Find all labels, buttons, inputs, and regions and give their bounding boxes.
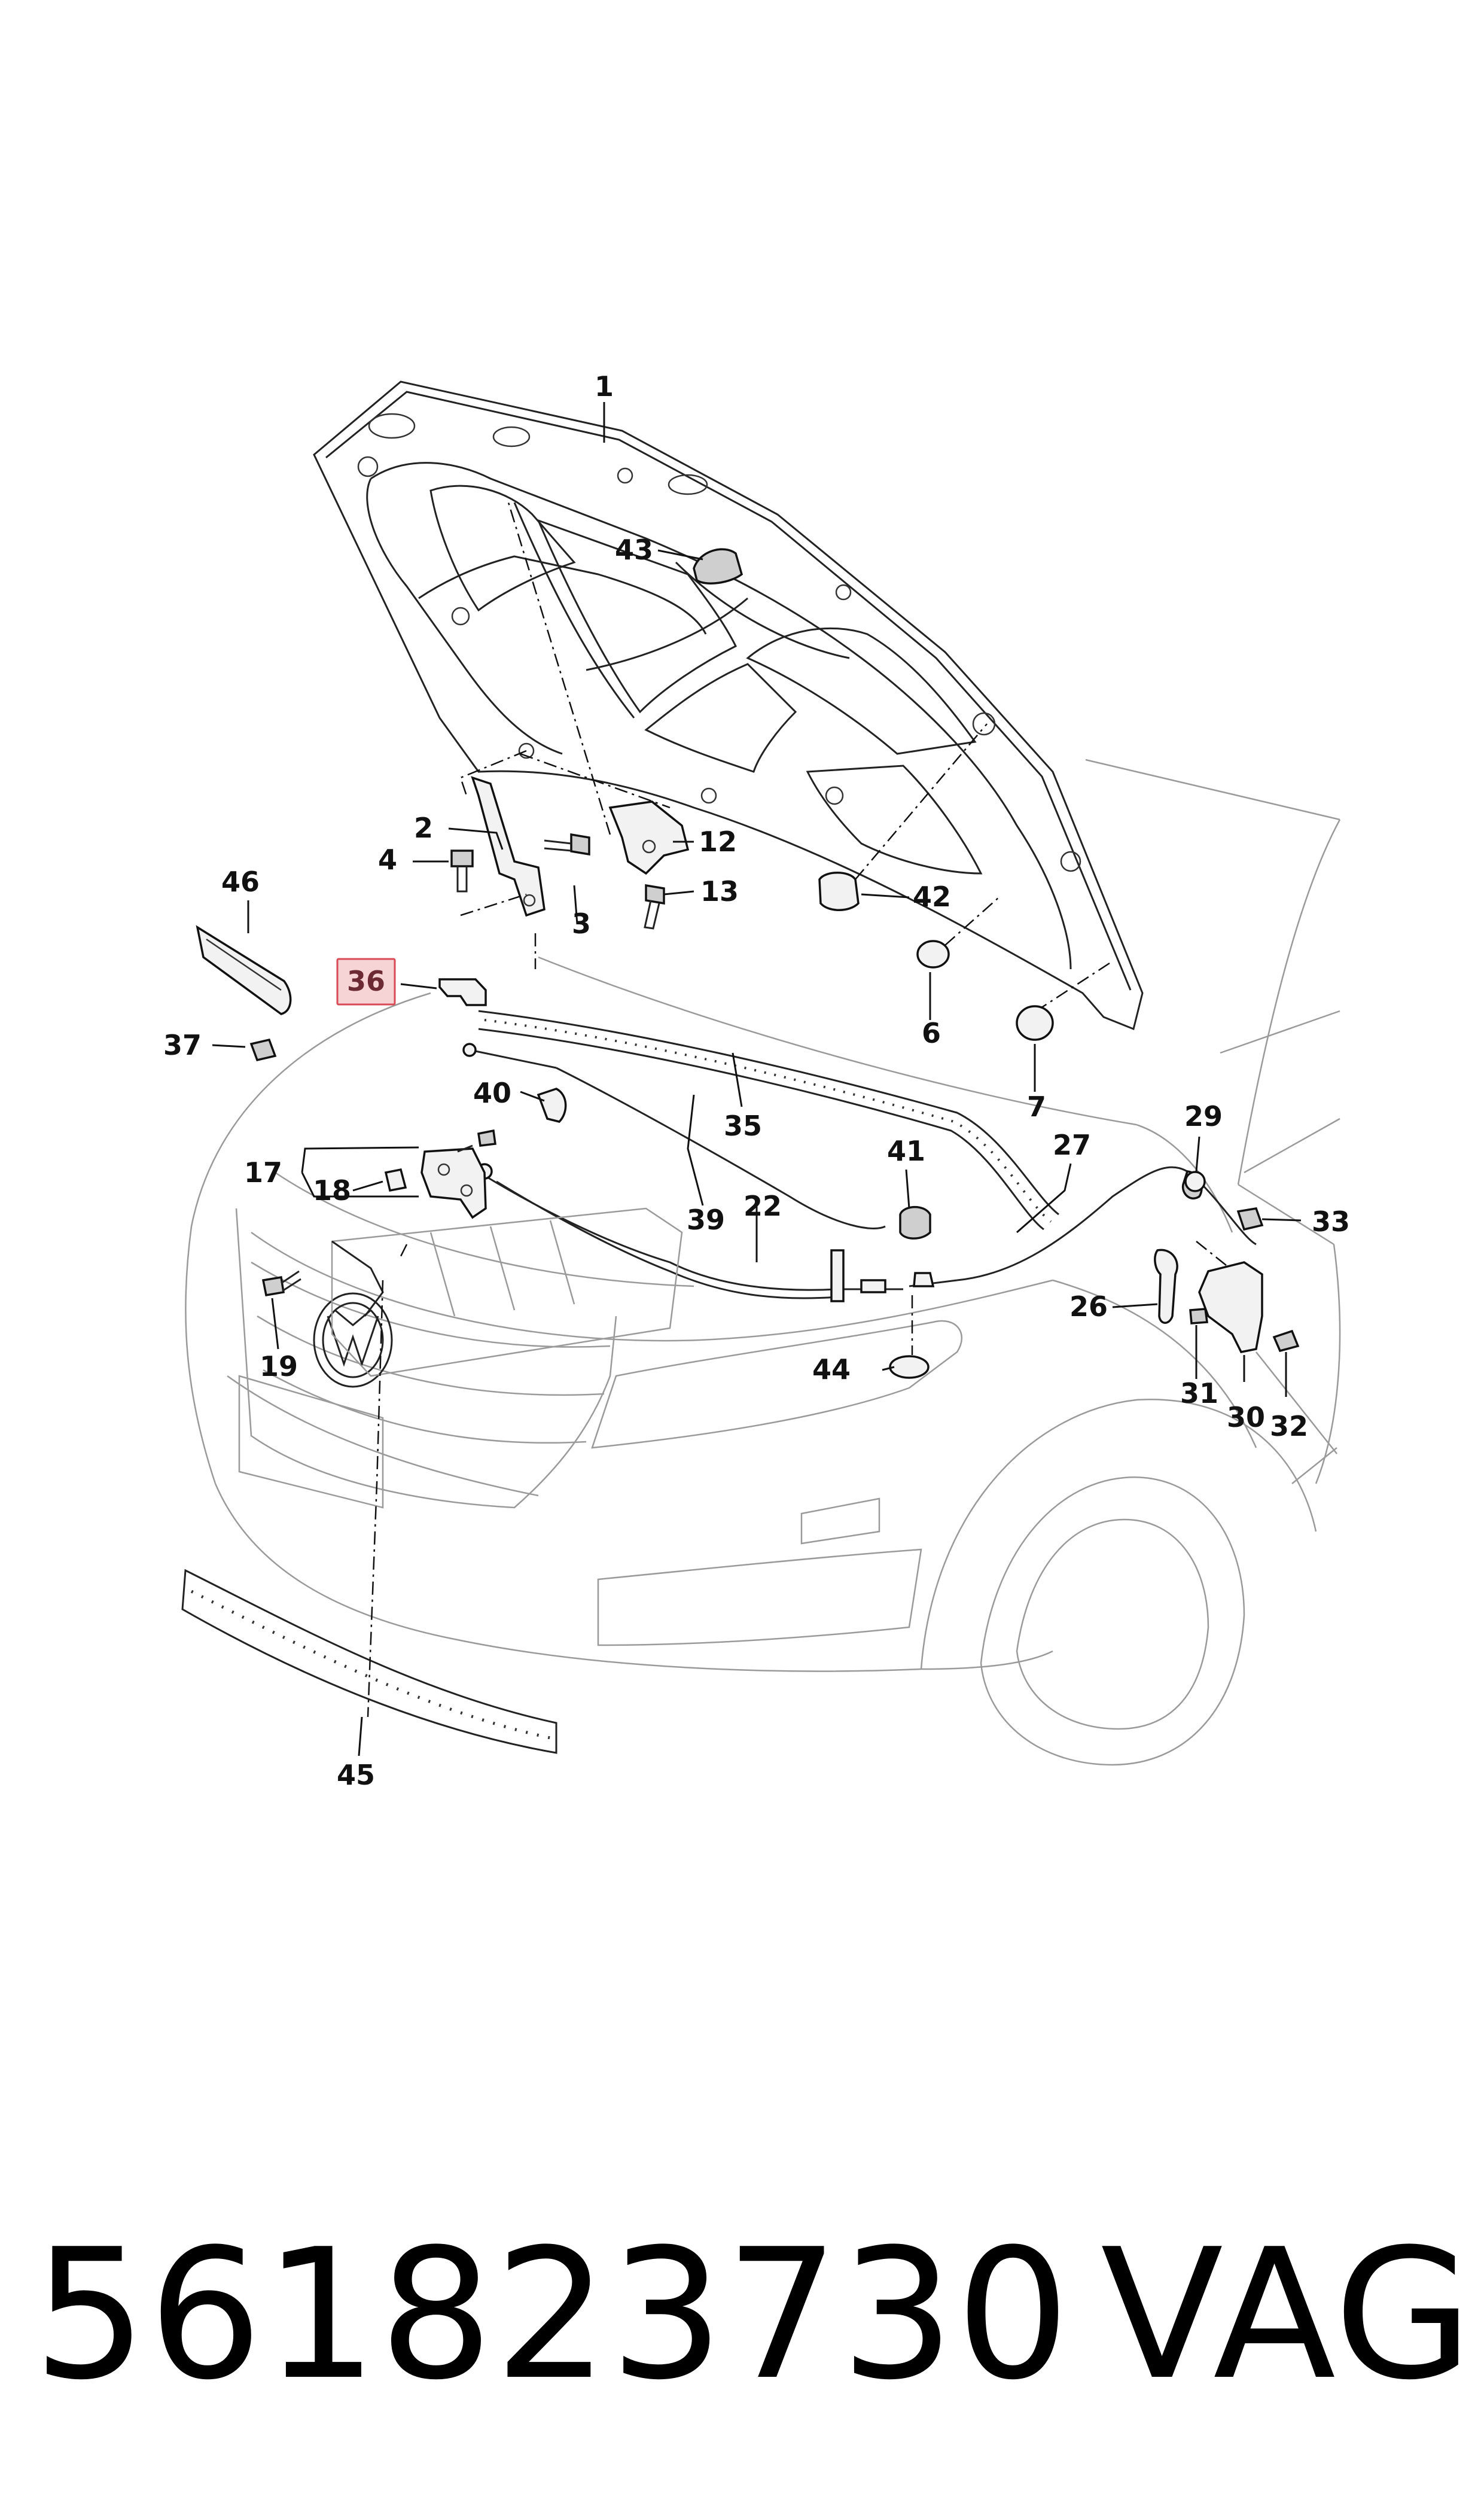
nut-18: [384, 1168, 407, 1192]
callout-29: 29: [1184, 1100, 1223, 1132]
lever-26: [1154, 1249, 1178, 1324]
callout-27: 27: [1053, 1129, 1091, 1161]
bracket-30: [1198, 1261, 1263, 1353]
callout-33: 33: [1312, 1205, 1350, 1238]
radiator-support: [331, 1207, 683, 1377]
grommet-29: [1184, 1171, 1206, 1192]
callout-31: 31: [1180, 1377, 1218, 1409]
bolt-3: [544, 833, 590, 856]
clip-40: [537, 1088, 567, 1123]
callout-4: 4: [378, 844, 397, 876]
callout-32: 32: [1270, 1410, 1308, 1442]
callout-13: 13: [700, 875, 739, 908]
callout-37: 37: [163, 1029, 202, 1061]
hood-lock-17: [420, 1147, 487, 1219]
bolt-19: [261, 1270, 301, 1297]
callout-17: 17: [244, 1156, 282, 1189]
callout-12: 12: [699, 826, 737, 858]
callout-19: 19: [260, 1350, 298, 1383]
grommet-7: [1016, 1005, 1054, 1041]
vw-logo: [313, 1292, 393, 1388]
callout-6: 6: [922, 1017, 941, 1049]
car-body-outline: [185, 759, 1341, 1766]
part-number: 561823730: [33, 2211, 1071, 2419]
callout-2: 2: [414, 812, 433, 844]
callout-labels: 1 43 2 4 3 12 13 42 6 7 46 36 37 40 35 4…: [163, 370, 1350, 1791]
callout-7: 7: [1027, 1091, 1046, 1123]
cover-46: [196, 925, 292, 1015]
callout-22: 22: [743, 1190, 782, 1222]
grommet-41: [899, 1205, 931, 1240]
clip-32: [1272, 1329, 1300, 1353]
bolt-13: [644, 884, 665, 930]
callout-39: 39: [687, 1204, 725, 1236]
seal-strip-35: [478, 1010, 1059, 1231]
callout-42: 42: [913, 881, 951, 913]
bolt-17: [457, 1129, 496, 1153]
leader-lines: [212, 402, 1302, 1756]
holder-36: [438, 978, 487, 1006]
highlight-box-36: [336, 958, 396, 1006]
clip-37: [249, 1038, 277, 1062]
clip-33: [1236, 1207, 1264, 1231]
callout-3: 3: [572, 908, 591, 940]
callout-43: 43: [615, 534, 653, 566]
callout-45: 45: [337, 1759, 375, 1791]
callout-44: 44: [812, 1353, 851, 1386]
callout-35: 35: [724, 1110, 762, 1142]
callout-40: 40: [473, 1077, 511, 1109]
cap-44: [889, 1355, 930, 1379]
callout-41: 41: [887, 1135, 925, 1167]
callout-36: 36: [347, 965, 385, 997]
callout-46: 46: [221, 866, 260, 898]
grommet-6: [916, 940, 950, 969]
brand-name: VAG: [1101, 2211, 1474, 2419]
seal-strip-45: [181, 1569, 557, 1754]
buffer-43: [693, 548, 743, 584]
bolt-31: [1189, 1308, 1208, 1325]
buffer-42: [818, 872, 860, 911]
callout-18: 18: [313, 1174, 351, 1207]
lock-striker-12: [608, 800, 690, 875]
callout-26: 26: [1069, 1290, 1108, 1323]
hood-panel: [313, 380, 1144, 1031]
hood-hinge: [471, 776, 546, 917]
callout-1: 1: [595, 370, 614, 403]
release-cables: [462, 1043, 1257, 1302]
callout-30: 30: [1227, 1401, 1265, 1433]
bolt-4: [450, 850, 474, 893]
